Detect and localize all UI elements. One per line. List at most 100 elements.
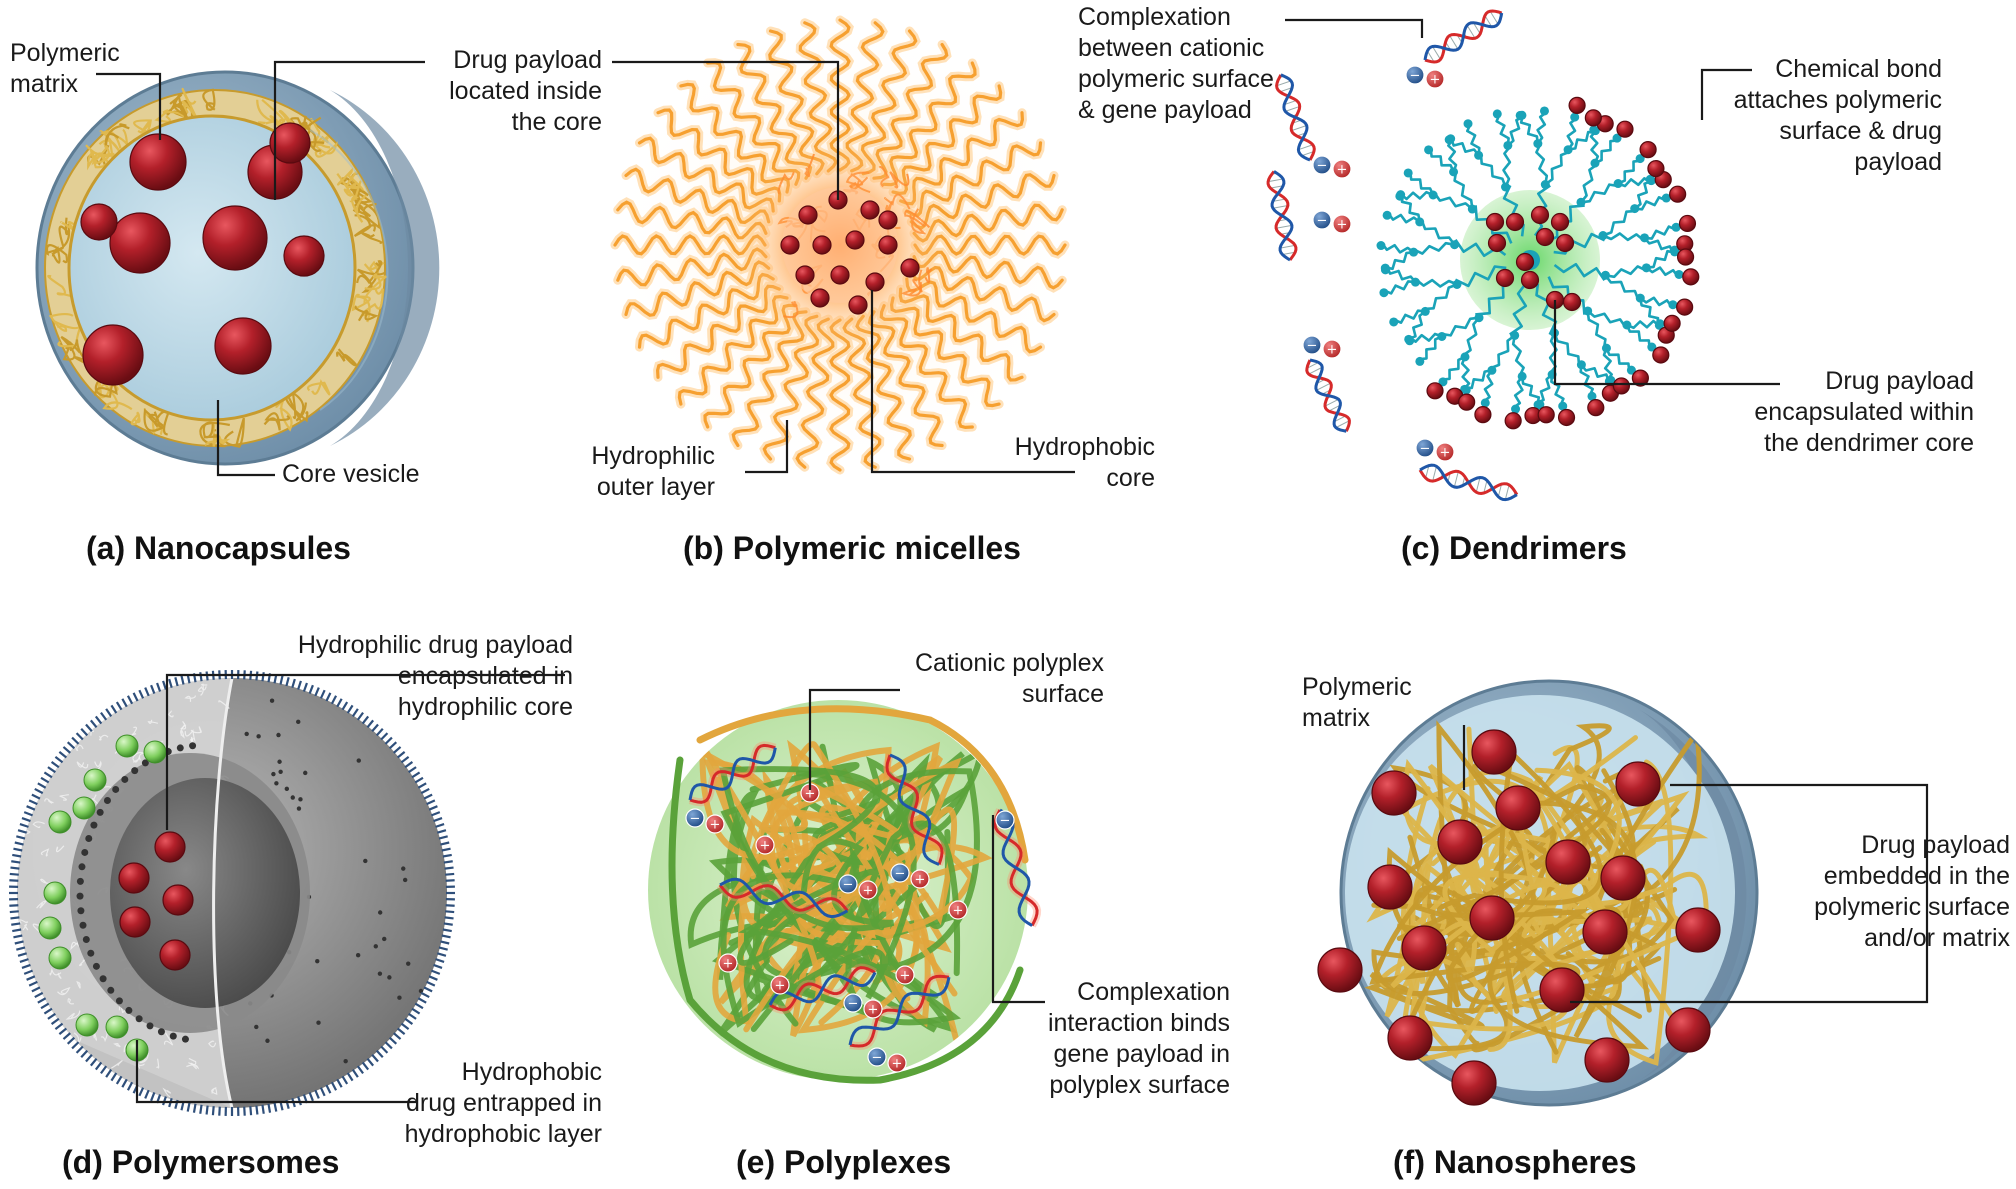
dendrimer-branch [1644, 225, 1678, 240]
dendrimer-branch [1460, 356, 1471, 392]
surface-drug [1504, 412, 1522, 430]
base-pair [1453, 471, 1459, 488]
branch-node [1444, 135, 1454, 145]
branch-node [1606, 375, 1616, 385]
branch-node [1674, 269, 1684, 279]
dendrimer-branch [1594, 138, 1620, 165]
hydrophobic-drug [115, 734, 139, 758]
negative-sign: − [1317, 159, 1328, 174]
core-drug [1505, 212, 1525, 232]
membrane-fringe [17, 829, 27, 834]
base-pair [1272, 198, 1286, 202]
membrane-fringe [19, 958, 29, 963]
hydrophobic-drug [75, 1013, 99, 1037]
membrane-fringe [192, 1103, 197, 1113]
drug-particle [109, 212, 171, 274]
polymer-strand [1436, 748, 1604, 1014]
polymer-strand [130, 411, 141, 426]
membrane-fringe [16, 835, 26, 840]
base-pair [1449, 35, 1459, 50]
lipid-texture [200, 683, 208, 696]
membrane-fringe [71, 736, 80, 745]
drug-particle [1584, 1037, 1630, 1083]
polymer-strand [278, 109, 299, 136]
membrane-fringe [26, 975, 36, 981]
hydrophobic-drug [143, 740, 167, 764]
dendrimer-branch [1567, 130, 1598, 151]
negative-charge [1312, 210, 1332, 230]
membrane-fringe [54, 755, 64, 764]
negative-charge [890, 863, 910, 883]
lipid-texture [132, 756, 141, 763]
membrane-fringe [261, 672, 265, 682]
base-pair [1270, 185, 1284, 189]
dendrimer-chemical-bond-label: Chemical bond attaches polymeric surface… [1733, 55, 1942, 176]
membrane-fringe [40, 776, 50, 784]
dendrimer-branch [1633, 179, 1654, 210]
membrane-fringe [174, 677, 179, 687]
lipid-texture [21, 712, 27, 721]
surface-drug [1616, 120, 1634, 138]
dendrimer-branch [1617, 159, 1643, 185]
membrane-fringe [440, 940, 450, 945]
base-pair [1308, 366, 1323, 375]
membrane-fringe [435, 823, 445, 828]
base-pair [1472, 22, 1481, 35]
membrane-fringe [366, 1057, 375, 1067]
polyplex-strand [743, 810, 887, 1032]
membrane-fringe [441, 934, 451, 939]
branch-node [1480, 398, 1490, 408]
branch-node [1405, 336, 1415, 346]
membrane-fringe [19, 823, 29, 828]
inner-layer-dot [79, 921, 87, 929]
membrane-fringe [404, 761, 414, 769]
membrane-fringe [186, 1102, 191, 1112]
lipid-texture [73, 744, 84, 751]
base-pair [1267, 178, 1284, 183]
membrane-fringe [138, 1087, 145, 1097]
base-pair [1489, 10, 1499, 25]
membrane-fringe [433, 817, 443, 823]
branch-node [1376, 241, 1386, 251]
membrane-fringe [445, 904, 455, 907]
membrane-fringe [267, 1103, 272, 1113]
polymer-strand [353, 214, 376, 237]
inner-layer-dot [115, 997, 123, 1005]
membrane-fringe [442, 853, 452, 858]
negative-sign: − [848, 997, 859, 1012]
inner-layer-dot [189, 742, 197, 750]
dna-strand [999, 808, 1033, 927]
surface-pore [382, 936, 387, 942]
dendrimer-branch [1586, 310, 1607, 350]
dendrimer-branch [1420, 218, 1456, 246]
dna-strand [889, 753, 940, 866]
polymersome-hydrophilic-label: Hydrophilic drug payload encapsulated in… [297, 631, 573, 721]
membrane-fringe [396, 1027, 406, 1036]
lipid-texture [55, 845, 65, 853]
positive-sign: + [760, 839, 771, 854]
membrane-fringe [438, 946, 448, 951]
branch-node [1589, 125, 1599, 135]
membrane-fringe [9, 910, 19, 914]
lipid-texture [34, 1051, 43, 1056]
negative-sign: − [843, 878, 854, 893]
dendrimer-branch [1440, 316, 1480, 337]
dendrimer-branch [1580, 183, 1620, 204]
drug-particle [1675, 907, 1721, 953]
surface-pore [363, 858, 368, 864]
membrane-fringe [435, 958, 445, 963]
branch-node [1415, 356, 1425, 366]
membrane-fringe [66, 741, 76, 750]
branch-node [1492, 109, 1502, 119]
membrane-fringe [325, 692, 332, 702]
branch-node [1647, 342, 1657, 352]
drug-particle [1317, 947, 1363, 993]
membrane-fringe [23, 811, 33, 817]
base-pair [1316, 382, 1331, 391]
membrane-fringe [43, 771, 53, 779]
membrane-fringe [144, 1089, 150, 1099]
negative-charge [1415, 438, 1435, 458]
surface-drug [1676, 298, 1694, 316]
membrane-fringe [115, 1075, 123, 1085]
membrane-fringe [341, 701, 349, 711]
